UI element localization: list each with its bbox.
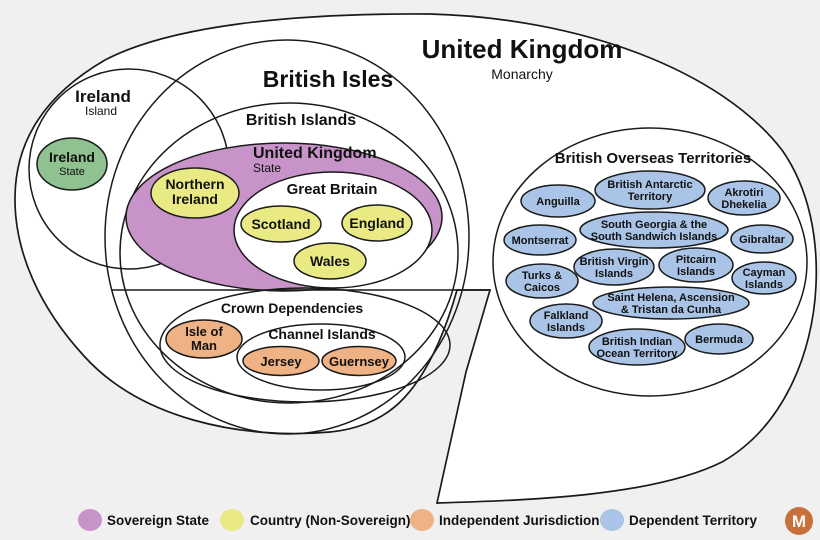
great-britain-region — [233, 171, 433, 289]
british-indian-ocean-ellipse — [588, 328, 686, 366]
ireland-state-sublabel: State — [59, 166, 85, 178]
south-georgia-ellipse — [579, 211, 729, 249]
channel-islands-label: Channel Islands — [268, 326, 376, 342]
uk-state-sublabel: State — [253, 161, 281, 175]
england-label: England — [349, 215, 404, 231]
scotland-label: Scotland — [251, 216, 310, 232]
saint-helena-ellipse — [592, 286, 750, 320]
guernsey-label: Guernsey — [329, 354, 390, 369]
british-isles-region — [104, 39, 470, 435]
turks-caicos-label: Turks &Caicos — [522, 270, 562, 294]
gibraltar-label: Gibraltar — [739, 234, 786, 246]
channel-islands-region — [236, 323, 406, 391]
british-antarctic-ellipse — [594, 170, 706, 210]
territory-turks-caicos: Turks &Caicos — [505, 263, 579, 299]
ireland-state-label: Ireland — [49, 149, 95, 165]
ireland-island-label: Ireland — [75, 87, 131, 106]
logo: M — [785, 507, 813, 535]
legend-label-sovereign-state: Sovereign State — [107, 513, 210, 528]
scotland-region — [240, 205, 322, 243]
territory-montserrat: Montserrat — [503, 224, 577, 256]
cayman-islands-ellipse — [731, 261, 797, 295]
british-islands-region — [119, 102, 459, 404]
jersey-label: Jersey — [260, 354, 302, 369]
logo-circle — [785, 507, 813, 535]
logo-letter: M — [792, 512, 806, 531]
british-isles-label: British Isles — [263, 66, 393, 92]
england-region — [341, 204, 413, 242]
bermuda-label: Bermuda — [695, 334, 744, 346]
pitcairn-islands-ellipse — [658, 247, 734, 283]
legend-swatch-country — [220, 509, 244, 531]
northern-ireland-region — [150, 167, 240, 219]
legend: Sovereign State Country (Non-Sovereign) … — [78, 509, 758, 531]
anguilla-label: Anguilla — [536, 196, 580, 208]
legend-label-independent-jurisdiction: Independent Jurisdiction — [439, 513, 600, 528]
legend-swatch-independent-jurisdiction — [410, 509, 434, 531]
territory-anguilla: Anguilla — [520, 184, 596, 218]
saint-helena-label: Saint Helena, Ascension& Tristan da Cunh… — [607, 292, 735, 316]
legend-label-dependent-territory: Dependent Territory — [629, 513, 758, 528]
akrotiri-dhekelia-ellipse — [707, 180, 781, 216]
great-britain-label: Great Britain — [287, 181, 378, 198]
british-islands-label: British Islands — [246, 112, 356, 129]
crown-dependencies-label: Crown Dependencies — [221, 300, 364, 316]
anguilla-ellipse — [520, 184, 596, 218]
uk-state-label: United Kingdom — [253, 145, 377, 162]
wales-label: Wales — [310, 253, 350, 269]
crown-dependencies-region — [159, 287, 451, 403]
british-overseas-territories-label: British Overseas Territories — [555, 150, 751, 167]
legend-label-country: Country (Non-Sovereign) — [250, 513, 411, 528]
gibraltar-ellipse — [730, 224, 794, 254]
territory-gibraltar: Gibraltar — [730, 224, 794, 254]
bermuda-ellipse — [684, 323, 754, 355]
jersey-region — [242, 345, 320, 377]
territory-bermuda: Bermuda — [684, 323, 754, 355]
monarchy-subtitle: Monarchy — [491, 66, 552, 82]
isle-of-man-region — [165, 319, 243, 359]
montserrat-label: Montserrat — [512, 235, 569, 247]
guernsey-region — [321, 345, 397, 377]
falkland-islands-ellipse — [529, 303, 603, 339]
turks-caicos-ellipse — [505, 263, 579, 299]
territory-saint-helena: Saint Helena, Ascension& Tristan da Cunh… — [592, 286, 750, 320]
legend-swatch-sovereign-state — [78, 509, 102, 531]
ireland-island-sublabel: Island — [85, 104, 117, 118]
british-virgin-islands-ellipse — [573, 248, 655, 286]
montserrat-ellipse — [503, 224, 577, 256]
monarchy-title: United Kingdom — [422, 34, 623, 64]
ireland-state-region — [36, 137, 108, 191]
legend-swatch-dependent-territory — [600, 509, 624, 531]
wales-region — [293, 242, 367, 280]
